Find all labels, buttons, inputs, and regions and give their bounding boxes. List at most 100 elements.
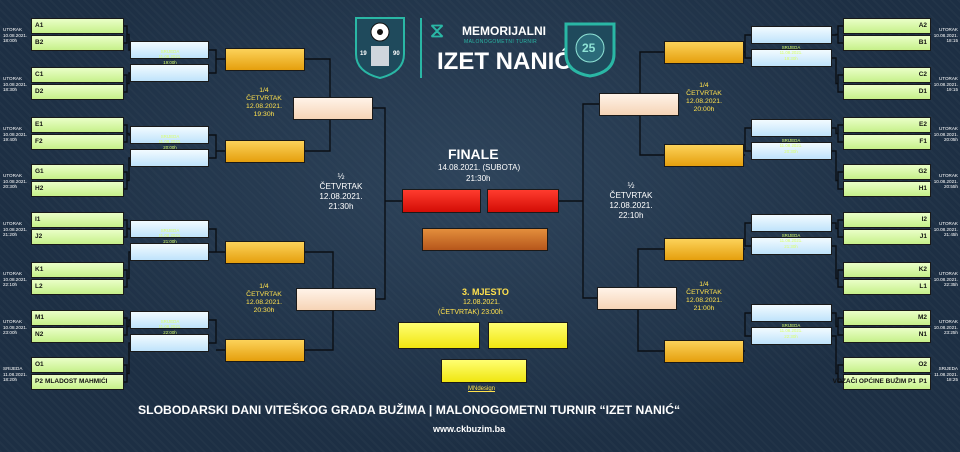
round-label: 1/4 (699, 281, 709, 288)
left-r2-connector (209, 49, 225, 74)
time-label: 18:30h (3, 87, 18, 93)
date-label: 10.08.2021. (933, 131, 958, 137)
right-team-slot-top: C2 (843, 67, 931, 83)
left-r1-connector (124, 157, 130, 190)
team-code: C1 (35, 71, 44, 78)
day-label: SRIJEDA (160, 134, 180, 139)
date-label: 12.08.2021. (686, 98, 722, 105)
day-label: ČETVRTAK (686, 289, 722, 296)
header-divider (420, 18, 422, 78)
left-team-slot-top: A1 (31, 18, 124, 34)
right-team-slot-bottom: N1 (843, 327, 931, 343)
time-label: 19:30h (784, 55, 798, 61)
right-r2-slot-bottom (751, 142, 832, 160)
time-label: 20:05h (943, 137, 958, 143)
footer-url: www.ckbuzim.ba (433, 424, 506, 434)
team-code: P2 (35, 378, 43, 385)
date-label: 10.08.2021. (3, 81, 28, 87)
time-label: 19:00h (163, 59, 177, 65)
date-label: 12.08.2021. (609, 201, 653, 210)
anniversary-number: 25 (582, 41, 596, 55)
day-label: UTORAK (938, 319, 958, 324)
left-sf-connector (373, 107, 402, 300)
left-sf-slot-1 (293, 97, 373, 120)
day-label: SRIJEDA (3, 366, 23, 371)
title-main: IZET NANIĆ (437, 48, 572, 75)
right-r1-connector (832, 150, 843, 190)
left-r2-slot-top (130, 220, 209, 238)
right-r1-connector (832, 312, 843, 336)
date-label: 10.08.2021. (933, 81, 958, 87)
day-label: UTORAK (3, 319, 23, 324)
right-r1-connector (832, 124, 843, 143)
left-qf-slot-2 (225, 140, 305, 163)
time-label: 20:30h (253, 307, 275, 314)
team-name: VOZAČI OPĆINE BUŽIM P1 (832, 378, 916, 385)
right-team-slot-top: M2 (843, 310, 931, 326)
date-label: 10.08.2021. (933, 178, 958, 184)
right-sf-info: ½ ČETVRTAK 12.08.2021. 22:10h (596, 181, 666, 221)
left-r1-connector (124, 72, 130, 93)
right-qf-slot-1 (664, 41, 744, 64)
left-r2-slot-bottom (130, 64, 209, 82)
round-label: 1/4 (259, 283, 269, 290)
day-label: UTORAK (938, 173, 958, 178)
right-sf-slot-2 (597, 287, 677, 310)
time-label: 21:30h (784, 243, 798, 249)
champion-slot (422, 228, 548, 251)
final-slot-right (487, 189, 559, 213)
left-team-slot-top: G1 (31, 164, 124, 180)
right-r2-connector (744, 34, 751, 59)
team-code: F2 (35, 138, 43, 145)
time-label: 19:40h (3, 137, 18, 143)
right-r2-slot-bottom (751, 237, 832, 255)
day-label: SRIJEDA (781, 138, 801, 143)
time-label: 20:30h (3, 184, 18, 190)
final-title: FINALE (448, 146, 499, 162)
left-r2-slot-bottom (130, 334, 209, 352)
day-label: UTORAK (3, 271, 23, 276)
date-label: 10.08.2021. (933, 324, 958, 330)
right-team-slot-bottom: B1 (843, 35, 931, 51)
third-time: (ČETVRTAK) 23:00h (438, 309, 503, 316)
time-label: 22:30h (784, 333, 798, 339)
shield-logo-icon (355, 17, 405, 80)
team-code: E1 (35, 121, 43, 128)
day-label: UTORAK (3, 76, 23, 81)
final-time: 21:30h (466, 174, 491, 183)
left-team-slot-top: M1 (31, 310, 124, 326)
day-label: SRIJEDA (160, 228, 180, 233)
date-label: 11.08.2021. (158, 139, 182, 145)
time-label: 18:00h (3, 38, 18, 44)
right-team-slot-top: I2 (843, 212, 931, 228)
third-date: 12.08.2021. (463, 299, 500, 306)
right-team-slot-top: E2 (843, 117, 931, 133)
right-r2-slot-top (751, 304, 832, 322)
team-code: D1 (918, 88, 927, 95)
left-r2-slot-top (130, 311, 209, 329)
day-label: ČETVRTAK (246, 291, 282, 298)
date-label: 11.08.2021. (779, 238, 803, 244)
time-label: 22:10h (3, 282, 18, 288)
right-r2-connector (744, 222, 751, 250)
left-team-slot-top: K1 (31, 262, 124, 278)
right-team-slot-bottom: H1 (843, 181, 931, 197)
right-r1-connector (832, 25, 843, 44)
date-label: 12.08.2021. (246, 103, 282, 110)
round-label: ½ (337, 172, 345, 181)
time-label: 22:10h (618, 211, 644, 220)
left-team-slot-top: E1 (31, 117, 124, 133)
time-label: 19:15 (946, 87, 959, 93)
day-label: SRIJEDA (938, 366, 958, 371)
team-code: H1 (918, 185, 927, 192)
date-label: 12.08.2021. (686, 297, 722, 304)
left-r2-slot-bottom (130, 243, 209, 261)
right-r2-connector (744, 312, 751, 352)
